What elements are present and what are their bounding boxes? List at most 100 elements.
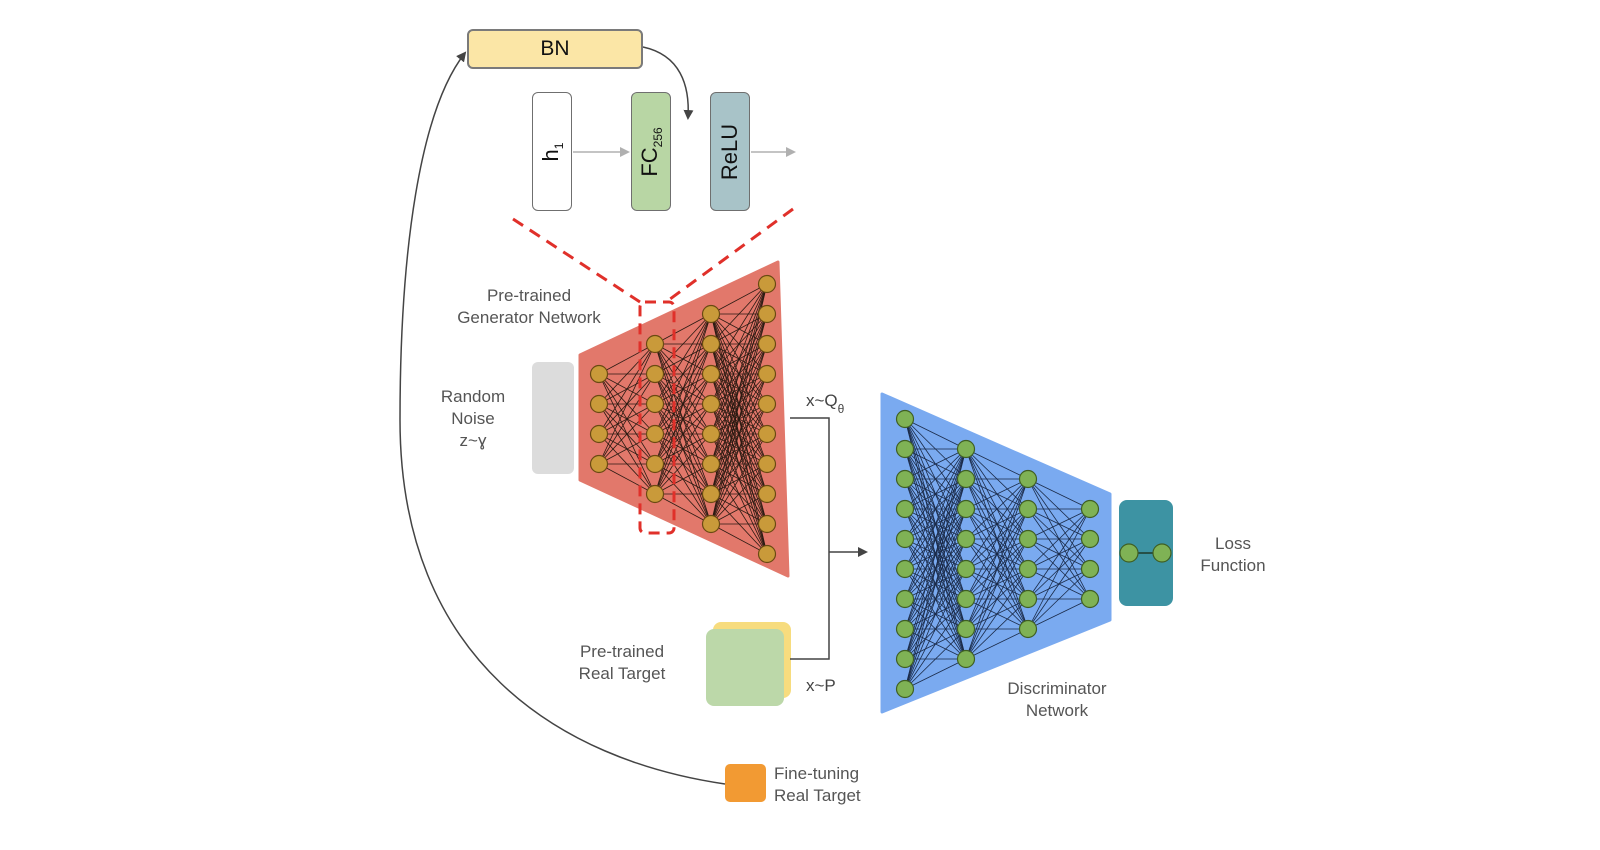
connector-real-target: [790, 552, 830, 660]
neuron: [589, 364, 609, 384]
neuron-connection: [904, 448, 967, 510]
relu-block: ReLU: [710, 92, 750, 211]
neuron-connection: [710, 373, 768, 525]
neuron-connection: [598, 463, 656, 495]
neuron-connection: [710, 313, 768, 525]
neuron: [645, 484, 665, 504]
fc-block: FC256: [631, 92, 671, 211]
x-p-label: x~P: [806, 676, 836, 695]
neuron-connection: [904, 568, 967, 690]
neuron: [956, 619, 976, 639]
finetune-target-box: [725, 764, 766, 802]
neuron: [757, 514, 777, 534]
neuron: [956, 469, 976, 489]
generator-neurons: [589, 274, 777, 564]
neuron-connection: [965, 598, 1029, 660]
neuron-connection: [710, 403, 768, 525]
real-target-front-box: [706, 629, 784, 706]
neuron: [589, 424, 609, 444]
neuron: [645, 424, 665, 444]
bn-block: BN: [467, 29, 643, 69]
neuron-connection: [965, 628, 1029, 660]
neuron: [895, 439, 915, 459]
neuron-connection: [710, 433, 768, 525]
neuron-connection: [1027, 508, 1091, 600]
neuron: [701, 424, 721, 444]
neuron-connection: [654, 313, 712, 405]
neuron-connection: [1027, 598, 1091, 630]
neuron: [645, 334, 665, 354]
hidden-layer-block: h1: [532, 92, 572, 211]
neuron: [956, 559, 976, 579]
neuron: [1080, 499, 1100, 519]
neuron-connection: [654, 463, 712, 495]
neuron: [757, 364, 777, 384]
neuron-connection: [904, 448, 967, 480]
neuron: [701, 364, 721, 384]
neuron: [645, 364, 665, 384]
neuron-connection: [904, 448, 967, 540]
neuron: [1018, 469, 1038, 489]
neuron-connection: [965, 538, 1029, 660]
neuron: [701, 304, 721, 324]
fc-label: FC256: [636, 126, 666, 177]
neuron-connection: [904, 448, 967, 600]
neuron: [701, 394, 721, 414]
neuron: [757, 544, 777, 564]
neuron-connection: [1027, 478, 1091, 510]
neuron: [956, 529, 976, 549]
neuron-connection: [654, 313, 712, 375]
neuron: [757, 304, 777, 324]
generator-network-shape: [578, 260, 790, 578]
neuron-connection: [1027, 508, 1091, 630]
neuron-connection: [598, 373, 656, 465]
neuron-connection: [654, 403, 712, 495]
neuron-connection: [965, 478, 1029, 570]
neuron-connection: [904, 448, 967, 630]
neuron: [1018, 559, 1038, 579]
neuron-connection: [654, 313, 712, 465]
neuron: [956, 439, 976, 459]
generator-connections: [598, 283, 768, 555]
neuron-connection: [654, 313, 712, 495]
neuron-connection: [710, 463, 768, 525]
loss-neuron: [1119, 543, 1139, 563]
neuron: [895, 409, 915, 429]
neuron: [956, 649, 976, 669]
neuron-connection: [904, 478, 967, 690]
neuron: [895, 679, 915, 699]
neuron-connection: [710, 283, 768, 315]
zoom-line-right: [665, 207, 794, 304]
neuron: [701, 484, 721, 504]
neuron: [895, 529, 915, 549]
neuron-connection: [710, 283, 768, 435]
neuron-connection: [654, 433, 712, 495]
neuron: [1018, 589, 1038, 609]
neuron: [1018, 499, 1038, 519]
neuron: [1080, 559, 1100, 579]
neuron: [589, 454, 609, 474]
neuron-connection: [710, 283, 768, 525]
neuron-connection: [904, 538, 967, 690]
neuron: [1080, 589, 1100, 609]
neuron: [1018, 529, 1038, 549]
neuron-connection: [965, 478, 1029, 600]
neuron-connection: [1027, 538, 1091, 630]
discriminator-neurons: [895, 409, 1100, 699]
neuron: [589, 394, 609, 414]
neuron: [701, 514, 721, 534]
neuron-connection: [654, 313, 712, 345]
neuron-connection: [654, 313, 712, 435]
neuron-connection: [904, 658, 967, 690]
neuron-connection: [710, 283, 768, 495]
neuron-connection: [654, 343, 712, 495]
neuron-connection: [1027, 568, 1091, 630]
arrow-icon: [642, 46, 694, 120]
neuron-connection: [965, 478, 1029, 660]
neuron-connection: [598, 343, 656, 465]
neuron: [701, 334, 721, 354]
highlight-layer-box: [638, 300, 676, 535]
neuron: [895, 589, 915, 609]
